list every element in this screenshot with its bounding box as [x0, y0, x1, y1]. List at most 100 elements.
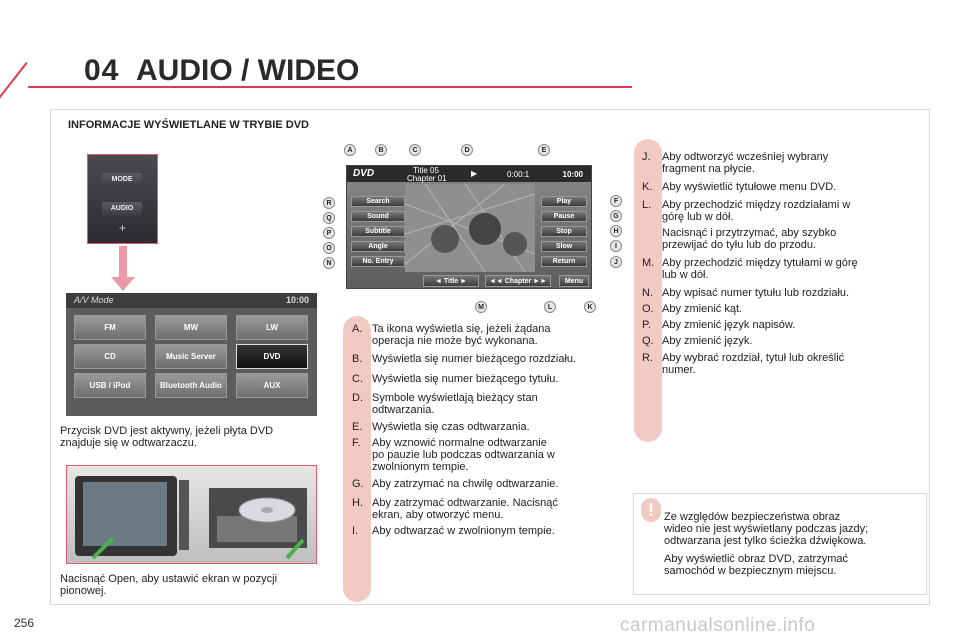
legend-line: numer. — [662, 364, 696, 376]
legend-line: Aby zmienić język napisów. — [662, 319, 796, 331]
caption-dvd-button: Przycisk DVD jest aktywny, jeżeli płyta … — [60, 425, 273, 449]
legend-line: przewijać do tyłu lub do przodu. — [662, 239, 817, 251]
legend-key: R. — [642, 352, 653, 364]
warning-icon: ! — [641, 498, 661, 522]
callout-b: B — [375, 144, 387, 156]
callout-o: O — [323, 242, 335, 254]
legend-line: Aby zatrzymać odtwarzanie. Nacisnąć — [372, 497, 558, 509]
legend-text: Aby wpisać numer tytułu lub rozdziału. — [662, 287, 849, 299]
dvd-sound-button: Sound — [351, 211, 405, 222]
legend-line: lub w dół. — [662, 269, 709, 281]
legend-line: zwolnionym tempie. — [372, 461, 469, 473]
callout-p: P — [323, 227, 335, 239]
legend-line: Aby przechodzić między rozdziałami w — [662, 199, 851, 211]
watermark: carmanualsonline.info — [620, 615, 816, 636]
legend-key: P. — [642, 319, 651, 331]
legend-key: G. — [352, 478, 364, 490]
callout-h: H — [610, 225, 622, 237]
dvd-play-button: Play — [541, 196, 587, 207]
legend-key: B. — [352, 353, 363, 365]
legend-line: Aby wznowić normalne odtwarzanie — [372, 437, 547, 449]
caption-line: Nacisnąć Open, aby ustawić ekran w pozyc… — [60, 573, 278, 585]
callout-k: K — [584, 301, 596, 313]
legend-line: Aby przechodzić między tytułami w górę — [662, 257, 858, 269]
legend-key: L. — [642, 199, 652, 211]
legend-line: Nacisnąć i przytrzymać, aby szybko — [662, 227, 837, 239]
av-button-cd: CD — [74, 344, 146, 369]
legend-key: E. — [352, 421, 363, 433]
dvd-chapter-nav-button: ◄◄ Chapter ►► — [485, 275, 551, 287]
dvd-logo: DVD — [353, 168, 375, 179]
av-mode-clock: 10:00 — [285, 295, 309, 305]
warning-line: odtwarzana jest tylko ścieżka dźwiękowa. — [664, 535, 867, 547]
legend-key: Q. — [642, 335, 654, 347]
warning-text-1: Ze względów bezpieczeństwa obraz wideo n… — [664, 511, 868, 547]
legend-line: ekran, aby otworzyć menu. — [372, 509, 504, 521]
dvd-slow-button: Slow — [541, 241, 587, 252]
legend-line: Aby zatrzymać na chwilę odtwarzanie. — [372, 478, 559, 490]
legend-key: M. — [642, 257, 655, 269]
legend-text: Aby zatrzymać na chwilę odtwarzanie. — [372, 478, 558, 490]
play-status-icon: ▶ — [471, 169, 478, 178]
legend-line: Aby wybrać rozdział, tytuł lub określić — [662, 352, 845, 364]
open-device-photo — [66, 465, 317, 564]
callout-e: E — [538, 144, 550, 156]
callout-d: D — [461, 144, 473, 156]
dvd-angle-button: Angle — [351, 241, 405, 252]
callout-q: Q — [323, 212, 335, 224]
device-illustration — [75, 476, 307, 560]
warning-line: wideo nie jest wyświetlany podczas jazdy… — [664, 523, 869, 535]
callout-f: F — [610, 195, 622, 207]
legend-key: C. — [352, 373, 363, 385]
av-mode-title: A/V Mode — [74, 295, 114, 305]
legend-text: Wyświetla się numer bieżącego rozdziału. — [372, 353, 576, 365]
legend-line: Aby zmienić kąt. — [662, 303, 743, 315]
callout-l: L — [544, 301, 556, 313]
av-button-music-server: Music Server — [155, 344, 227, 369]
caption-open: Nacisnąć Open, aby ustawić ekran w pozyc… — [60, 573, 277, 597]
legend-line: operacja nie może być wykonana. — [372, 335, 538, 347]
av-button-fm: FM — [74, 315, 146, 340]
dvd-title-number: Title 05 — [413, 166, 439, 175]
legend-text: Wyświetla się numer bieżącego tytułu. — [372, 373, 558, 385]
callout-j: J — [610, 256, 622, 268]
dvd-pause-button: Pause — [541, 211, 587, 222]
header-accent-line — [28, 86, 632, 88]
legend-text: Aby zmienić język napisów. — [662, 319, 795, 331]
dvd-screen: DVD Title 05 Chapter 01 ▶ 0:00:1 10:00 S… — [346, 165, 592, 289]
callout-i: I — [610, 240, 622, 252]
dvd-title-nav-button: ◄ Title ► — [423, 275, 479, 287]
dvd-clock: 10:00 — [562, 170, 583, 179]
av-button-aux: AUX — [236, 373, 308, 398]
warning-box — [633, 493, 927, 595]
legend-key: D. — [352, 392, 363, 404]
legend-line: Symbole wyświetlają bieżący stan — [372, 392, 538, 404]
down-arrow-icon — [111, 277, 135, 291]
warning-text-2: Aby wyświetlić obraz DVD, zatrzymać samo… — [664, 553, 848, 577]
legend-text: Aby zmienić kąt. — [662, 303, 742, 315]
audio-button: AUDIO — [102, 202, 142, 216]
legend-line: Aby wyświetlić tytułowe menu DVD. — [662, 181, 837, 193]
header-accent-diagonal — [0, 62, 28, 102]
page-title: AUDIO / WIDEO — [136, 54, 360, 87]
legend-line: Wyświetla się czas odtwarzania. — [372, 421, 530, 433]
legend-key: O. — [642, 303, 654, 315]
legend-text: Wyświetla się czas odtwarzania. — [372, 421, 530, 433]
callout-c: C — [409, 144, 421, 156]
label-bar-middle — [343, 316, 371, 602]
legend-key: N. — [642, 287, 653, 299]
mode-button: MODE — [102, 173, 142, 187]
dvd-menu-button: Menu — [559, 275, 589, 287]
dvd-return-button: Return — [541, 256, 587, 267]
down-arrow-shaft — [119, 246, 127, 278]
dvd-topbar: DVD Title 05 Chapter 01 ▶ 0:00:1 10:00 — [347, 166, 591, 183]
legend-key: F. — [352, 437, 361, 449]
